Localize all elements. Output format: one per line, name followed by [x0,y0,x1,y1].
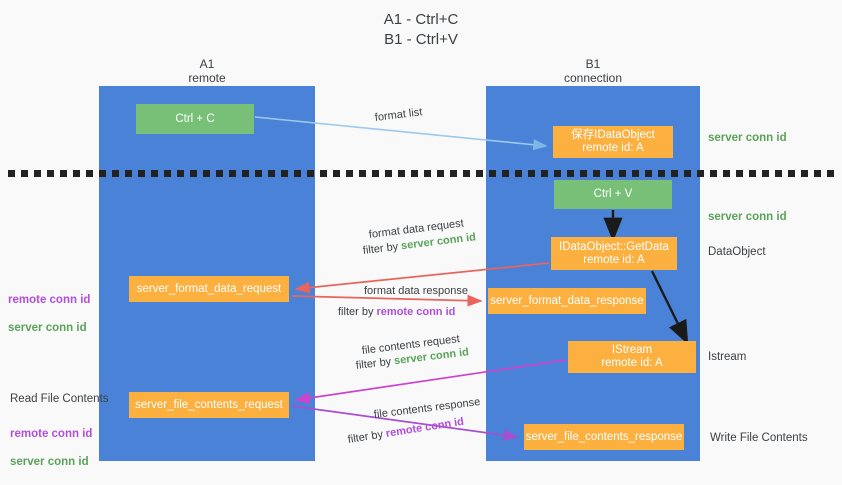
arrow-file-contents-request [294,359,567,404]
filter-value-remote-conn-id: remote conn id [376,306,456,318]
node-server-format-data-response[interactable]: server_format_data_response [488,288,646,314]
node-istream[interactable]: IStream remote id: A [568,341,696,373]
label-read-file-contents: Read File Contents [10,393,109,405]
label-server-conn-id-mid: server conn id [708,211,787,223]
label-write-file-contents: Write File Contents [710,432,808,444]
node-server-format-data-request[interactable]: server_format_data_request [129,276,289,302]
arrow-format-data-request [294,262,550,294]
column-header-a1: A1 remote [188,57,226,85]
label-remote-conn-id-top: remote conn id [8,294,91,306]
label-left-conn-ids-bottom: remote conn id server conn id [10,413,92,469]
node-server-file-contents-response[interactable]: server_file_contents_response [524,424,684,450]
node-server-file-contents-request[interactable]: server_file_contents_request [129,392,289,418]
node-ctrl-c[interactable]: Ctrl + C [136,104,254,134]
label-remote-conn-id-bottom: remote conn id [10,428,93,440]
label-server-conn-id-left-top: server conn id [8,322,87,334]
column-header-b1: B1 connection [563,57,623,85]
label-dataobject: DataObject [708,246,766,258]
edge-label-format-data-response-filter: filter by remote conn id [338,306,455,319]
node-save-idataobject[interactable]: 保存IDataObject remote id: A [553,126,673,158]
node-idataobject-getdata[interactable]: IDataObject::GetData remote id: A [551,237,677,270]
arrow-getdata-to-istream [650,270,689,345]
label-left-conn-ids-top: remote conn id server conn id [8,279,90,335]
label-server-conn-id-top: server conn id [708,132,787,144]
node-ctrl-v[interactable]: Ctrl + V [554,180,672,209]
phase-divider [8,170,834,177]
arrow-file-contents-response [291,405,519,442]
edge-label-format-data-response: format data response [364,285,468,297]
filter-prefix: filter by [338,306,377,318]
page-title: A1 - Ctrl+C B1 - Ctrl+V [383,11,459,48]
label-server-conn-id-left-bottom: server conn id [10,456,89,468]
label-istream: Istream [708,351,747,363]
arrow-format-data-response [291,294,483,307]
arrow-format-list [254,116,548,151]
